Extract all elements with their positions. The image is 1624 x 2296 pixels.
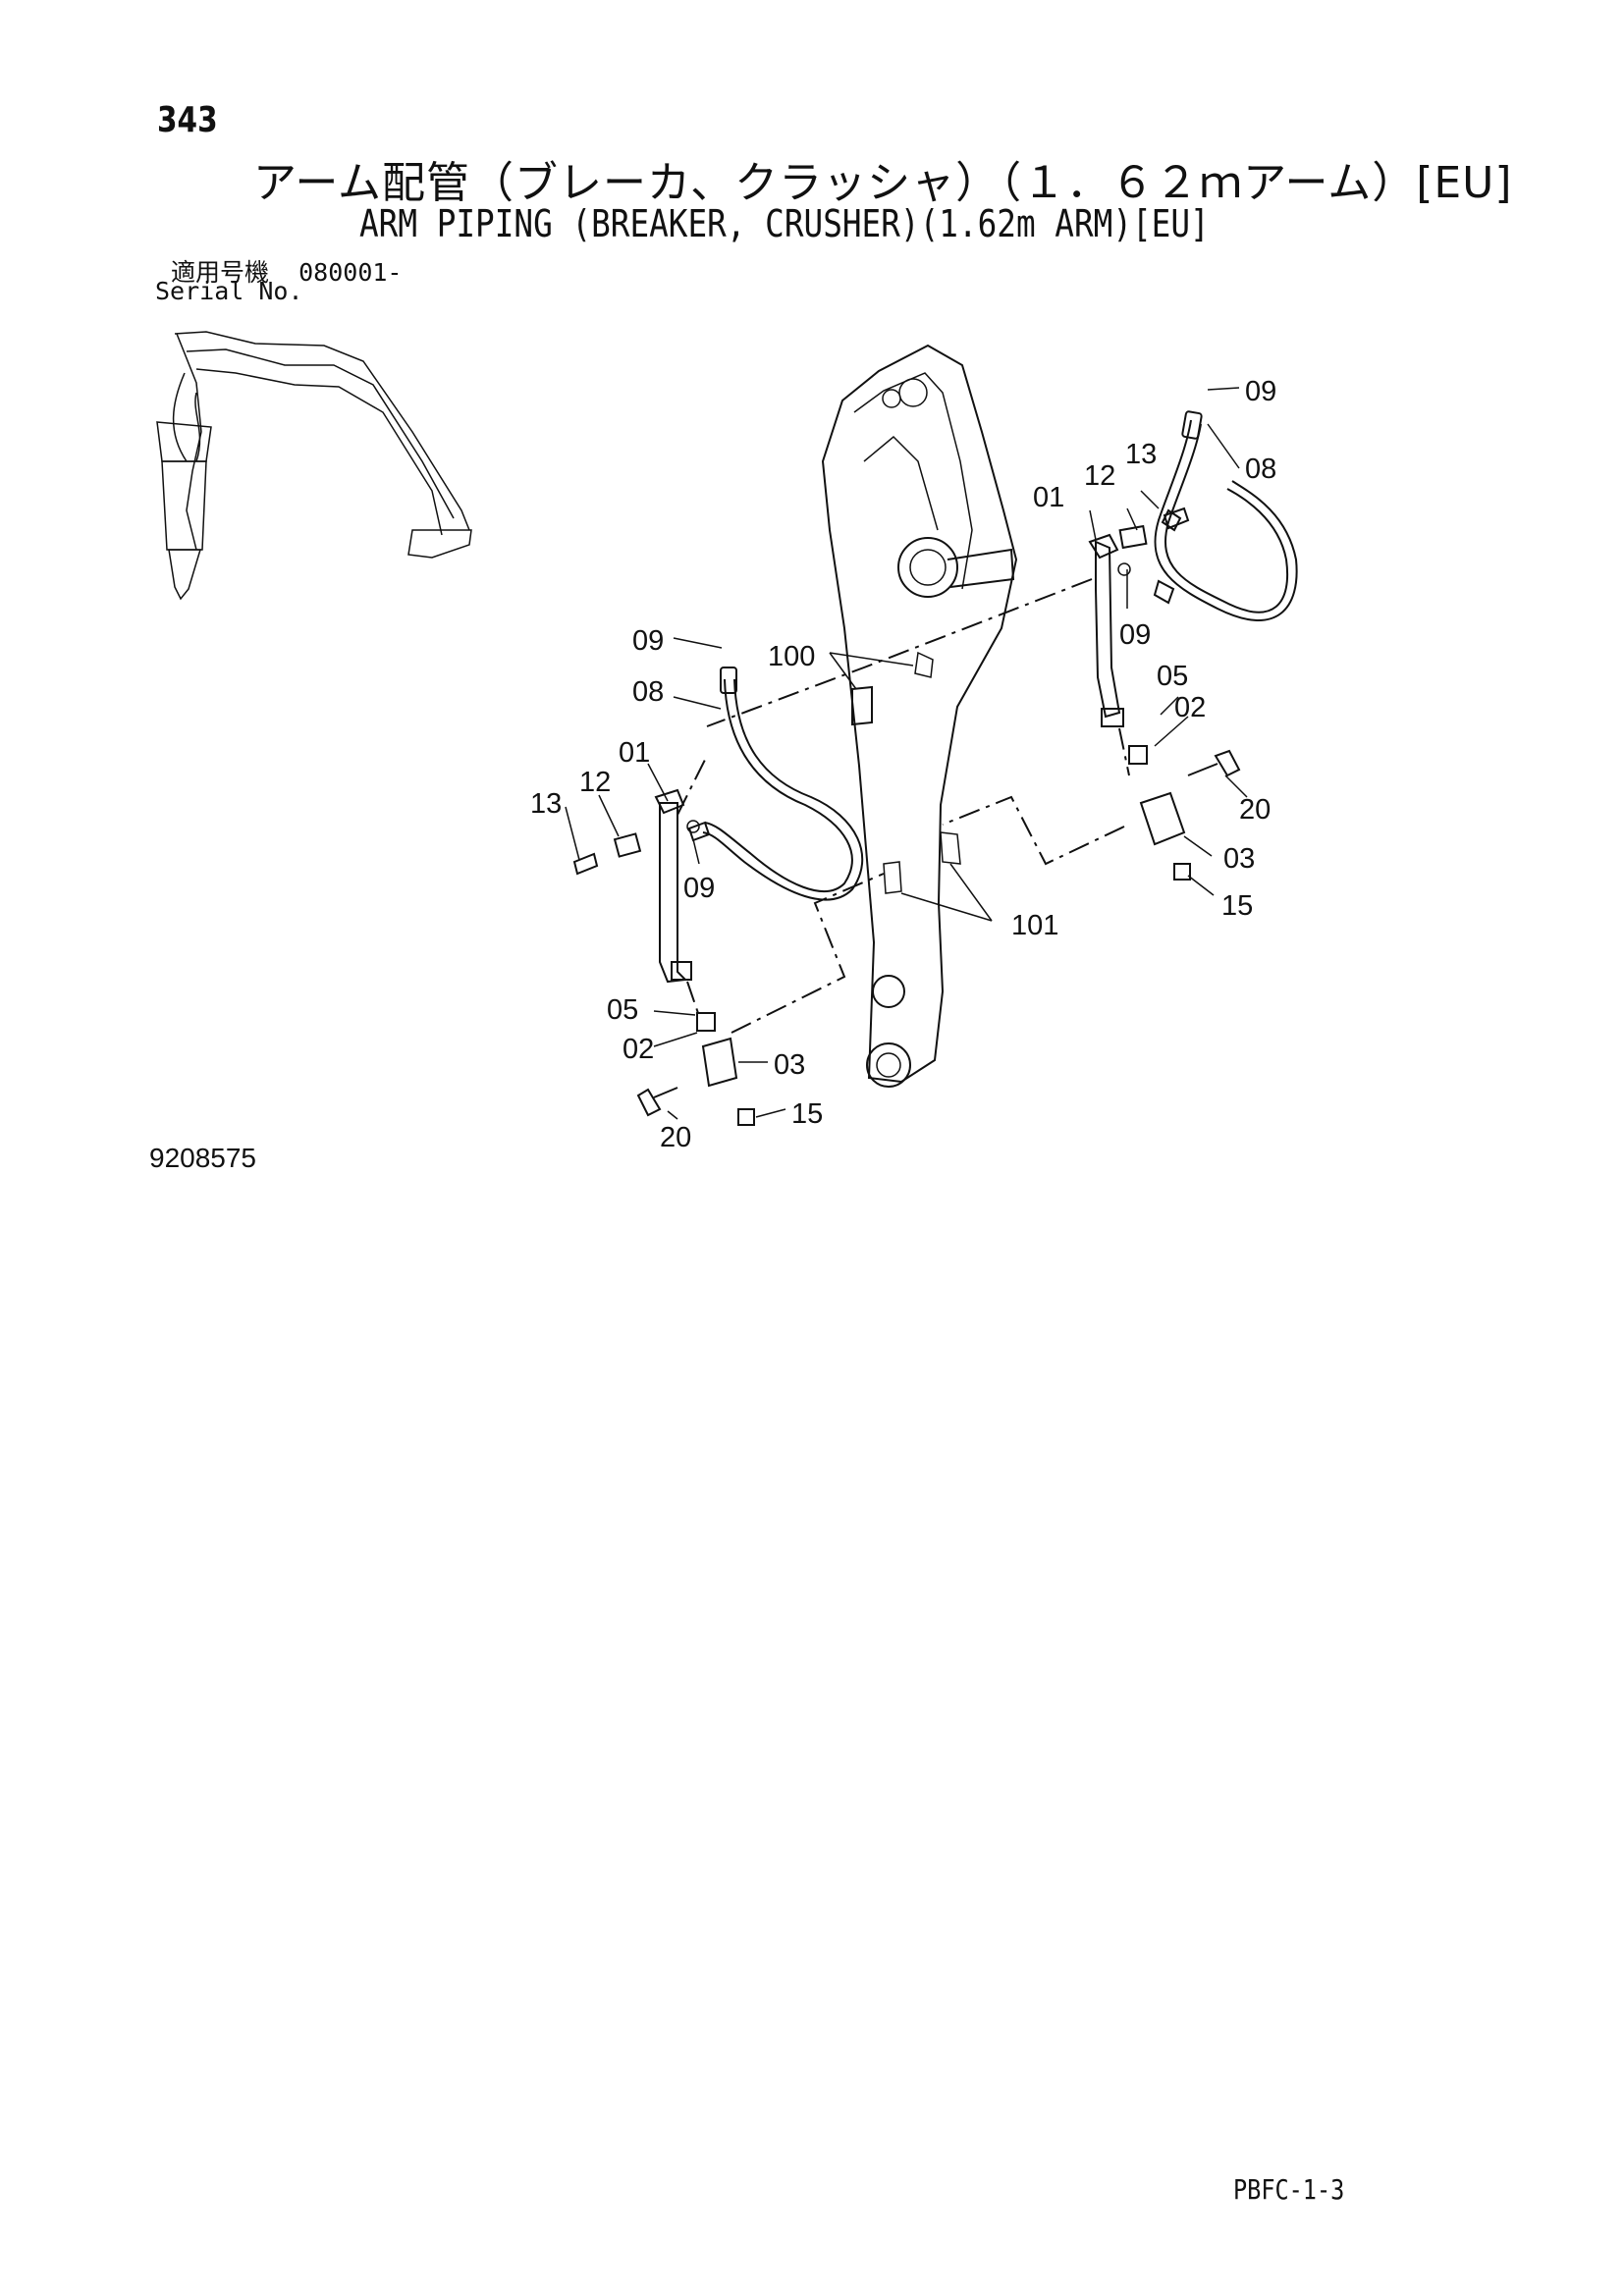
callout-20-left: 20 (660, 1122, 691, 1153)
callout-13-left: 13 (530, 788, 562, 820)
page-code: PBFC-1-3 (1233, 2173, 1345, 2206)
page-number: 343 (157, 100, 218, 140)
callout-03-left: 03 (774, 1049, 805, 1081)
callout-03-right: 03 (1223, 843, 1255, 875)
serial-range: 適用号機 080001- (171, 253, 402, 289)
leader-lines (565, 387, 1248, 1120)
serial-label-en: Serial No. (155, 277, 303, 305)
callout-09-left-mid: 09 (683, 873, 715, 904)
title-japanese: アーム配管（ブレーカ、クラッシャ）（１．６２ｍアーム）[EU] (253, 158, 1513, 208)
callout-101: 101 (1011, 910, 1058, 941)
callout-08-top: 08 (1245, 454, 1276, 485)
callout-12-left: 12 (579, 767, 611, 798)
callout-12-right: 12 (1084, 460, 1115, 492)
callout-100: 100 (768, 641, 815, 672)
bracket-100 (851, 685, 873, 726)
callout-02-right: 02 (1174, 692, 1206, 723)
callout-08-left: 08 (632, 676, 664, 708)
right-piping (1088, 410, 1298, 881)
callout-05-right: 05 (1157, 661, 1188, 692)
assembly-center-lines (677, 578, 1130, 1034)
serial-label-jp: 適用号機 (171, 258, 270, 287)
machine-overview-thumbnail (156, 331, 472, 601)
callout-15-right: 15 (1221, 890, 1253, 922)
callout-13-right: 13 (1125, 439, 1157, 470)
callout-02-left: 02 (623, 1034, 654, 1065)
callout-15-left: 15 (791, 1098, 823, 1130)
callout-09-right-mid: 09 (1119, 619, 1151, 651)
left-piping (572, 667, 864, 1126)
drawing-number: 9208575 (149, 1143, 257, 1173)
arm-body (821, 344, 1018, 1088)
callout-01-right: 01 (1033, 482, 1064, 513)
callout-09-left-top: 09 (632, 625, 664, 657)
callout-09-top: 09 (1245, 376, 1276, 407)
callout-20-right: 20 (1239, 794, 1271, 826)
title-english: ARM PIPING (BREAKER, CRUSHER)(1.62m ARM)… (359, 202, 1210, 245)
serial-value: 080001- (298, 258, 403, 287)
callout-01-left: 01 (619, 737, 650, 769)
callout-labels: 09 08 13 12 01 09 05 02 20 03 15 101 100… (530, 376, 1276, 1153)
callout-05-left: 05 (607, 994, 638, 1026)
